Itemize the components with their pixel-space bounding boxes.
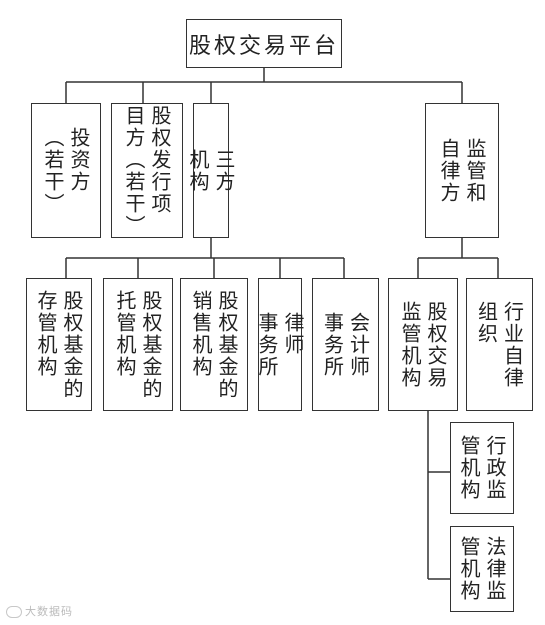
platform-title-node: 股权交易平台 [186,19,342,68]
investor-node: 投资方 （若干） [31,103,101,238]
self-regulatory-node: 行业自律 组织 [466,278,533,411]
watermark: 大数据码 [6,603,73,619]
exchange-regulator-node: 股权交易 监管机构 [388,278,458,411]
third-party-node: 三方 机构 [186,103,236,238]
sales-node: 股权基金的 销售机构 [180,278,248,411]
custody-trust-node: 股权基金的 托管机构 [103,278,173,411]
law-firm-node: 律师 事务所 [255,278,305,411]
regulator-node: 监管和 自律方 [425,103,499,238]
issuer-node: 股权发行项 目方（若干） [111,103,183,238]
accounting-node: 会计师 事务所 [312,278,379,411]
custody-store-node: 股权基金的 存管机构 [26,278,92,411]
legal-regulator-node: 法律监 管机构 [450,526,514,612]
admin-regulator-node: 行政监 管机构 [450,422,514,514]
watermark-logo-icon [6,606,22,618]
watermark-text: 大数据码 [25,605,73,618]
